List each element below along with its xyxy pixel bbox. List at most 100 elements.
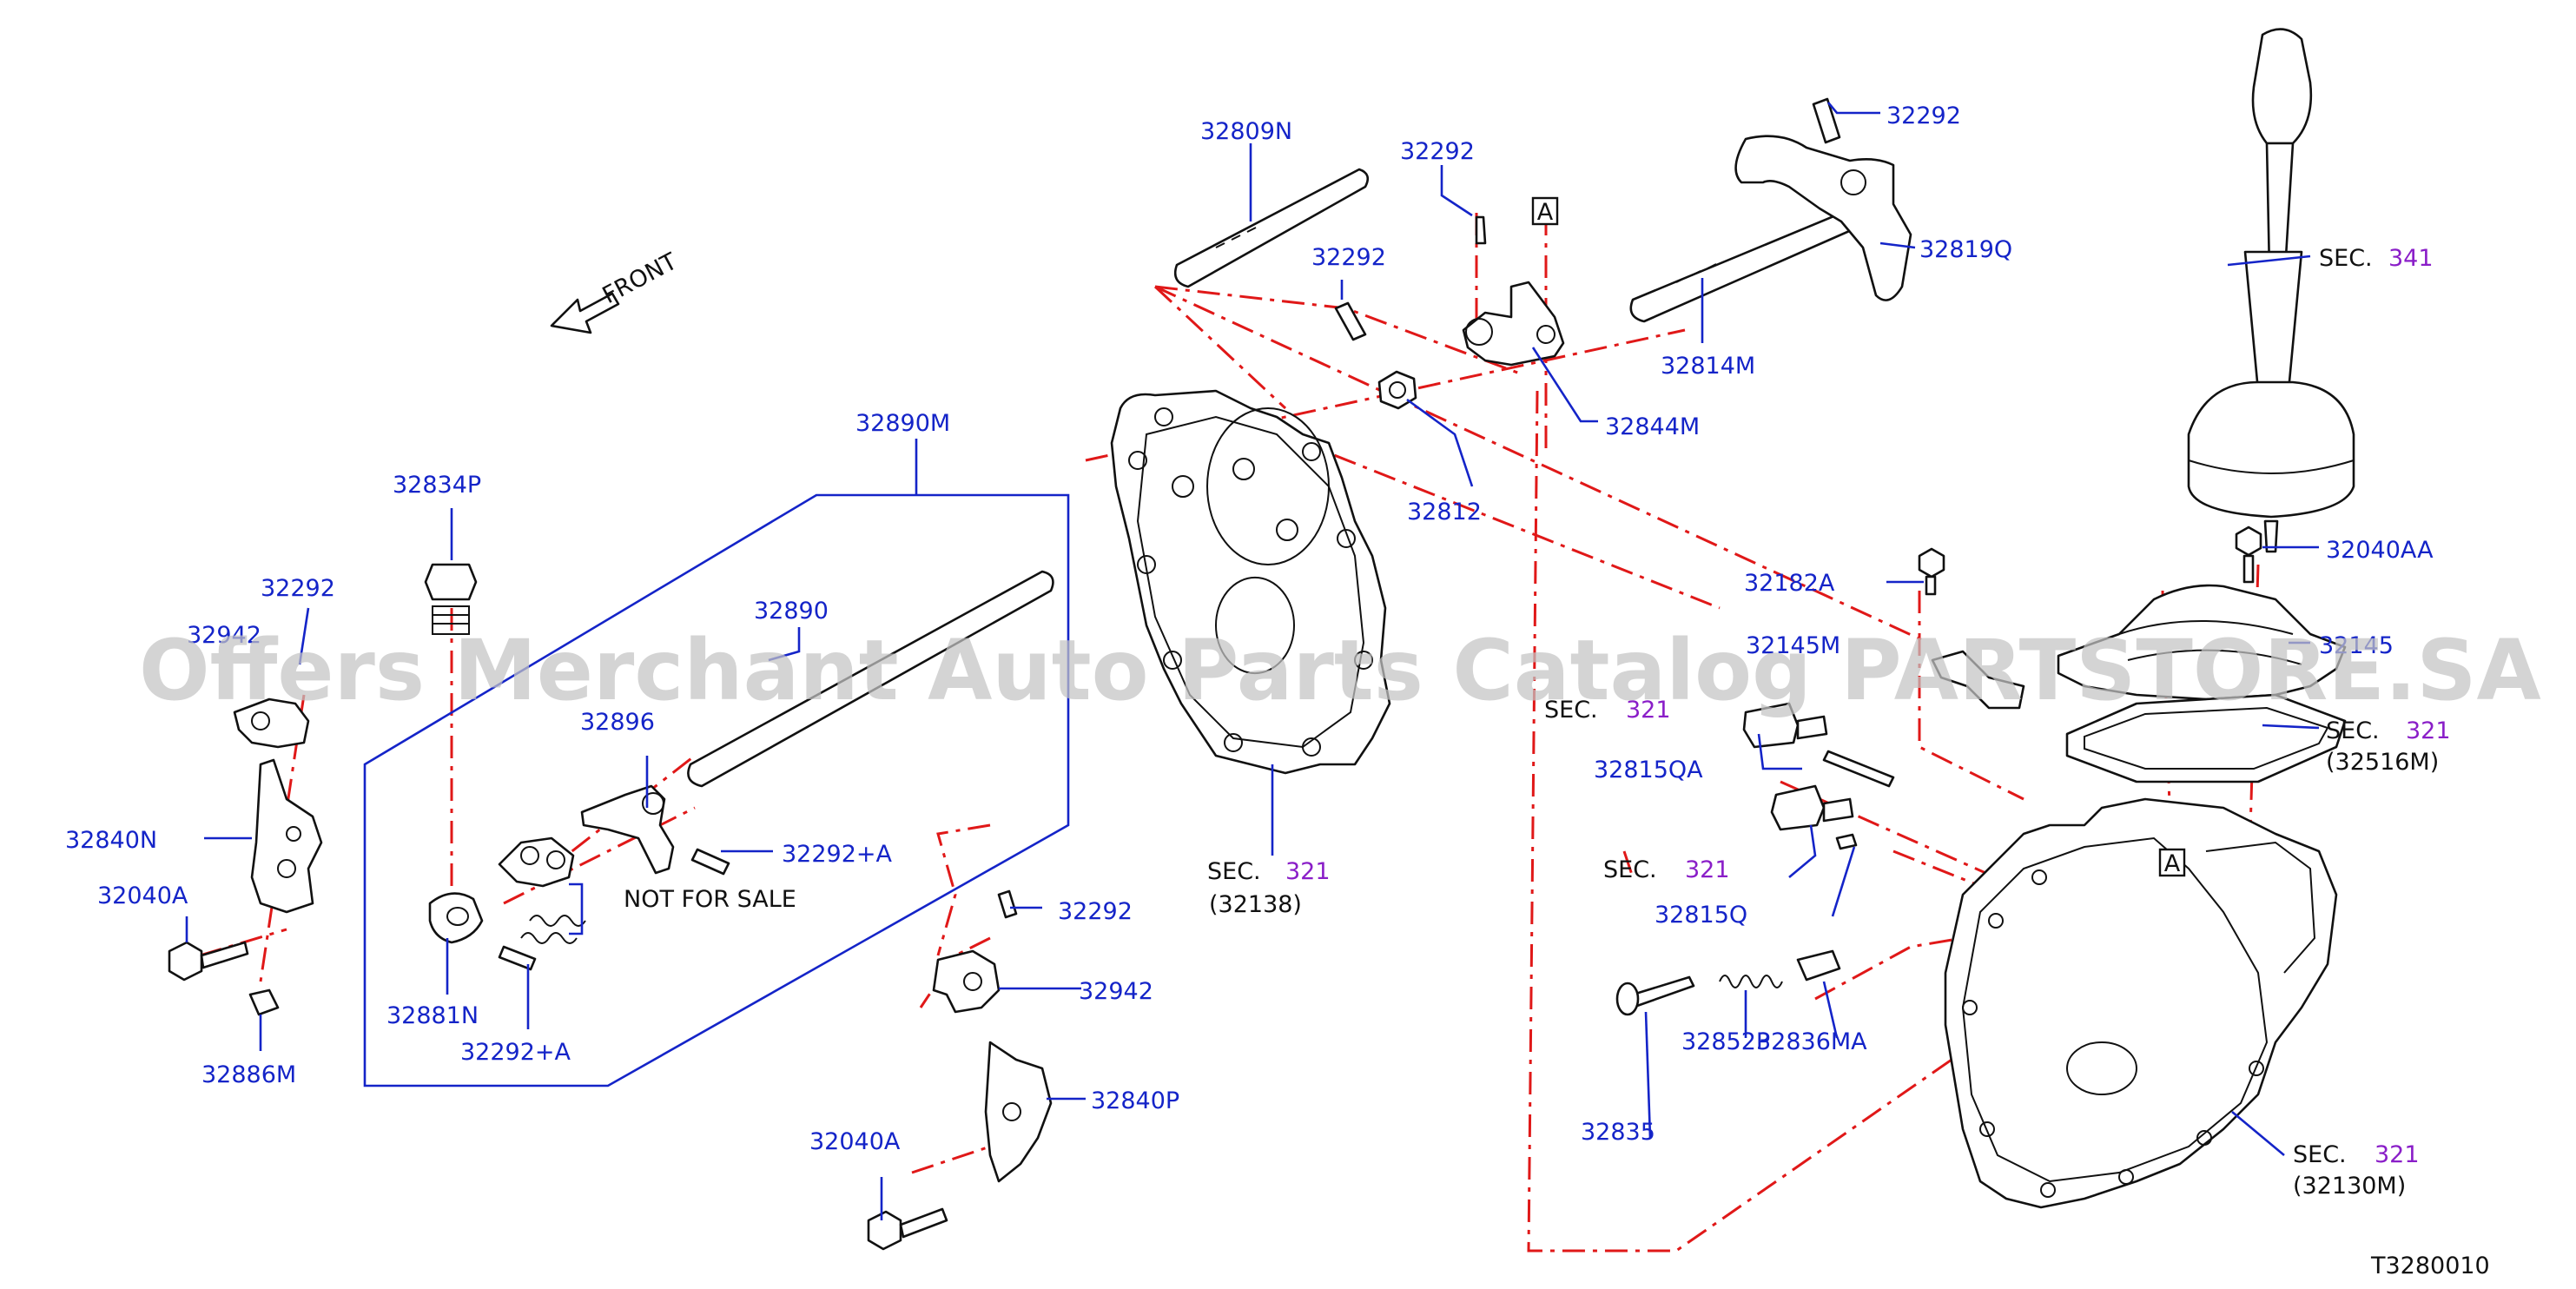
spring-32852p	[1719, 975, 1783, 988]
svg-text:SEC.: SEC.	[1207, 858, 1261, 885]
svg-text:SEC.: SEC.	[2326, 717, 2380, 744]
svg-text:341: 341	[2388, 245, 2434, 272]
switch-lower	[1770, 784, 1854, 831]
plunger-32835	[1615, 975, 1695, 1016]
label-32815qa[interactable]: 32815QA	[1594, 757, 1703, 783]
label-32292[interactable]: 32292	[1058, 898, 1133, 925]
parts	[168, 28, 2355, 1251]
marker-label: A	[2164, 850, 2181, 877]
label-32040a[interactable]: 32040A	[809, 1128, 901, 1155]
svg-text:321: 321	[1626, 697, 1671, 724]
rod-32815qa	[1822, 750, 1895, 788]
selector-assembly	[498, 836, 575, 888]
label-32182a[interactable]: 32182A	[1744, 570, 1835, 597]
section-ref-321-32138[interactable]: SEC. 321 (32138)	[1207, 858, 1331, 918]
bolt-32040a-right	[867, 1207, 948, 1251]
reference-marker-a1: A	[1531, 196, 1559, 226]
label-32812[interactable]: 32812	[1407, 499, 1482, 526]
svg-text:(32138): (32138)	[1209, 891, 1302, 918]
label-32886m[interactable]: 32886M	[201, 1061, 296, 1088]
label-32292[interactable]: 32292	[1400, 138, 1475, 165]
adapter-plate-32138	[1110, 389, 1391, 775]
label-32292[interactable]: 32292	[1311, 244, 1386, 271]
ball-32836ma	[1796, 949, 1841, 982]
bracket-32840n	[250, 758, 323, 914]
label-32292[interactable]: 32292	[261, 575, 335, 602]
label-32942[interactable]: 32942	[187, 622, 261, 649]
label-32819q[interactable]: 32819Q	[1919, 236, 2012, 263]
transmission-case-32130m	[1944, 797, 2338, 1209]
spring-small	[529, 915, 586, 927]
svg-text:321: 321	[1685, 856, 1730, 883]
plug-32834p	[424, 563, 478, 635]
svg-text:SEC.: SEC.	[2319, 245, 2373, 272]
svg-text:(32130M): (32130M)	[2293, 1173, 2406, 1200]
label-32814m[interactable]: 32814M	[1661, 353, 1755, 380]
watermark-text: Offers Merchant Auto Parts Catalog PARTS…	[139, 622, 2541, 719]
roll-pin-1	[1475, 215, 1487, 245]
spring-small-2	[520, 932, 578, 944]
label-32292-plus-a[interactable]: 32292+A	[782, 841, 893, 868]
roll-pin-32292a-b	[498, 945, 537, 971]
shift-lever-32896	[580, 784, 675, 875]
label-32292[interactable]: 32292	[1886, 102, 1961, 129]
switch-upper	[1742, 702, 1828, 749]
label-32890m[interactable]: 32890M	[855, 410, 950, 437]
label-32040aa[interactable]: 32040AA	[2326, 537, 2434, 564]
section-ref-321-middle[interactable]: SEC. 321	[1603, 856, 1730, 883]
bracket-32840p	[984, 1041, 1053, 1183]
svg-text:SEC.: SEC.	[1603, 856, 1657, 883]
svg-text:SEC.: SEC.	[2293, 1141, 2347, 1168]
roll-pin-2	[1334, 301, 1367, 341]
label-32292-plus-a[interactable]: 32292+A	[460, 1039, 571, 1066]
label-32835[interactable]: 32835	[1581, 1119, 1655, 1146]
shift-fork-32819q	[1734, 97, 1912, 301]
svg-text:(32516M): (32516M)	[2326, 749, 2439, 776]
front-arrow-icon	[550, 292, 620, 334]
label-32145m[interactable]: 32145M	[1746, 632, 1840, 659]
bolt-32040a-left	[168, 941, 249, 982]
shift-rod-32809n	[1173, 168, 1370, 288]
section-ref-321-32516m[interactable]: SEC. 321 (32516M)	[2326, 717, 2451, 776]
label-32809n[interactable]: 32809N	[1200, 118, 1292, 145]
gear-shift-lever-341	[2187, 28, 2355, 553]
shift-shaft-32890	[687, 570, 1054, 788]
label-32896[interactable]: 32896	[580, 709, 655, 736]
label-32852p[interactable]: 32852P	[1681, 1028, 1770, 1055]
section-ref-341[interactable]: SEC. 341	[2319, 245, 2434, 272]
shift-block-32844m	[1462, 281, 1565, 367]
section-ref-321-32130m[interactable]: SEC. 321 (32130M)	[2293, 1141, 2420, 1200]
label-32834p[interactable]: 32834P	[393, 472, 481, 499]
label-32942[interactable]: 32942	[1079, 978, 1153, 1005]
reference-marker-a2: A	[2158, 848, 2186, 877]
label-32881n[interactable]: 32881N	[386, 1002, 479, 1029]
leader-lines	[185, 102, 2320, 1220]
front-label: FRONT	[598, 248, 682, 309]
bolt-32040aa	[2235, 526, 2262, 557]
svg-text:321: 321	[1285, 858, 1331, 885]
lever-32942-left	[233, 697, 310, 749]
roll-pin-32292a	[690, 848, 730, 876]
label-32145[interactable]: 32145	[2319, 632, 2394, 659]
bracket-32145m	[1931, 650, 2025, 710]
label-32040a[interactable]: 32040A	[97, 882, 188, 909]
label-32815q[interactable]: 32815Q	[1655, 902, 1747, 929]
label-32890[interactable]: 32890	[754, 598, 829, 625]
roll-pin-32292-lower	[997, 889, 1018, 919]
label-32836ma[interactable]: 32836MA	[1756, 1028, 1867, 1055]
section-ref-321-upper[interactable]: SEC. 321	[1544, 697, 1671, 724]
section-references: SEC. 341 SEC. 321 SEC. 321 SEC. 321 (321…	[1207, 245, 2451, 1200]
not-for-sale-label: NOT FOR SALE	[624, 886, 796, 913]
part-number-labels: 32809N 32292 32292 32292 32819Q 32814M 3…	[65, 102, 2434, 1155]
bushing-32812	[1377, 370, 1417, 410]
label-32844m[interactable]: 32844M	[1605, 413, 1700, 440]
plug-small	[1835, 833, 1858, 850]
svg-text:321: 321	[2406, 717, 2451, 744]
label-32840p[interactable]: 32840P	[1091, 1087, 1179, 1114]
svg-text:SEC.: SEC.	[1544, 697, 1598, 724]
diagram-code: T3280010	[2370, 1253, 2490, 1279]
lever-32942-right	[932, 949, 1001, 1014]
bolt-32182a	[1918, 547, 1945, 578]
label-32840n[interactable]: 32840N	[65, 827, 157, 854]
